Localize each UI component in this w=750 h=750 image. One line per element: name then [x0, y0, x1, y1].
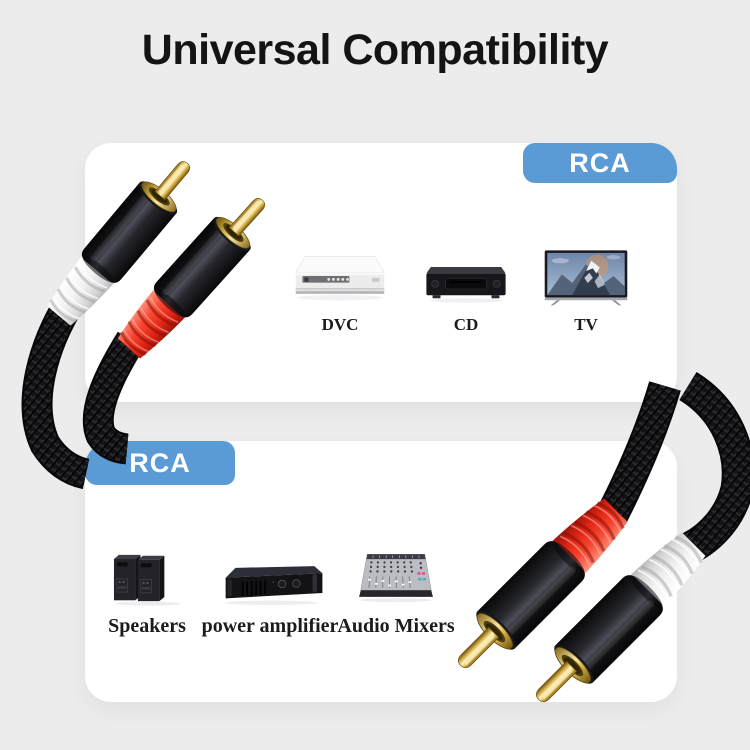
- device-label: Speakers: [108, 615, 186, 637]
- cd-player-icon: [426, 267, 506, 303]
- device-cd: CD: [420, 236, 512, 335]
- device-label: DVC: [321, 315, 359, 334]
- device-label: Audio Mixers: [337, 615, 455, 637]
- bottom-rca-tab-label: RCA: [129, 447, 191, 478]
- speakers-icon: [113, 554, 181, 606]
- device-label: power amplifier: [201, 615, 339, 637]
- power-amplifier-icon: [224, 566, 323, 606]
- dvd-player-icon: [295, 256, 385, 301]
- device-tv: TV: [541, 236, 631, 335]
- cable-braid-top-white: [21, 293, 90, 490]
- audio-mixer-icon: [359, 553, 433, 603]
- cable-braid-bottom-white: [678, 371, 750, 563]
- top-rca-tab-label: RCA: [569, 147, 631, 178]
- device-label: CD: [453, 315, 479, 334]
- device-speakers: Speakers: [106, 546, 188, 638]
- top-rca-tab: RCA: [523, 143, 677, 183]
- device-dvc: DVC: [292, 236, 388, 335]
- device-audio-mixers: Audio Mixers: [337, 546, 455, 638]
- device-label: TV: [574, 315, 598, 334]
- page-title: Universal Compatibility: [141, 26, 609, 74]
- device-power-amplifier: power amplifier: [202, 546, 338, 638]
- bottom-rca-tab: RCA: [85, 441, 235, 485]
- tv-icon: [544, 250, 628, 306]
